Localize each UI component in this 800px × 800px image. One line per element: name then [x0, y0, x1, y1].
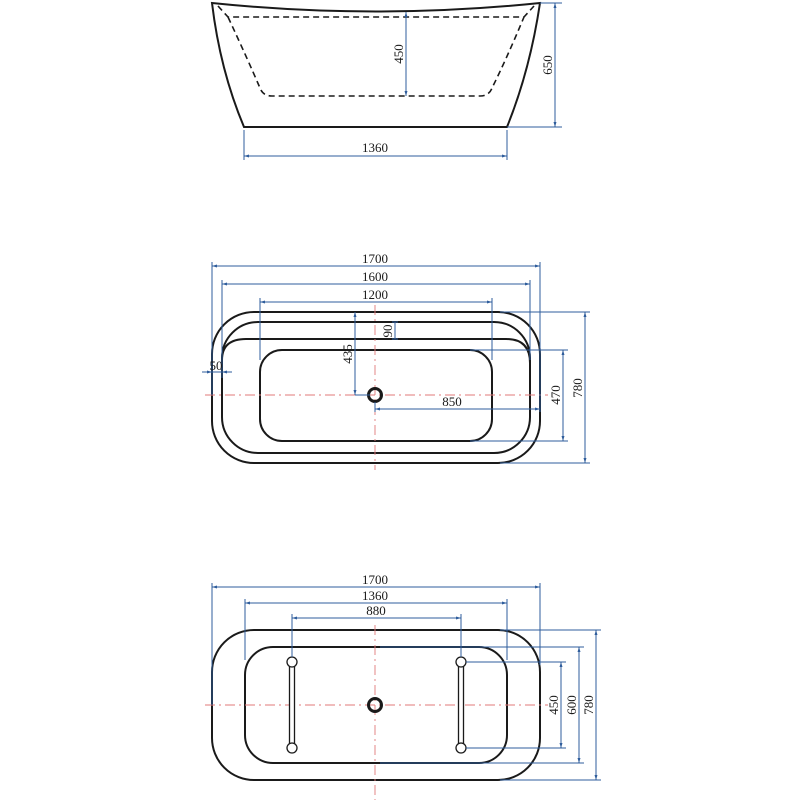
- rim-inner-edge: [221, 321, 531, 454]
- b-overall-width-label: 780: [581, 695, 596, 715]
- support-spacing-label: 880: [366, 603, 386, 618]
- rim-step-label: 90: [380, 325, 395, 338]
- top-plan-view: 1700 1600 1200 90 435 850 470 780: [202, 251, 590, 470]
- drain-icon: [367, 387, 383, 403]
- drain-icon-bottom: [367, 697, 383, 713]
- outer-rim-outline: [211, 311, 541, 464]
- base-width-label: 600: [564, 695, 579, 715]
- overall-width-label: 780: [570, 378, 585, 398]
- tub-side-outline: [210, 1, 542, 128]
- b-overall-length-label: 1700: [362, 572, 388, 587]
- b-base-length-label: 1360: [362, 588, 388, 603]
- rim-step-edge: [221, 338, 531, 364]
- basin-outline: [259, 349, 493, 442]
- overall-length-label: 1700: [362, 251, 388, 266]
- support-length-label: 450: [546, 695, 561, 715]
- basin-length-label: 1200: [362, 287, 388, 302]
- drain-offset-label: 435: [340, 344, 355, 364]
- drain-to-end-label: 850: [442, 394, 462, 409]
- support-bar-left: [286, 656, 298, 754]
- bottom-outer-outline: [211, 629, 541, 781]
- base-outline: [244, 646, 508, 764]
- tub-inner-hidden-line: [217, 5, 535, 97]
- rim-length-label: 1600: [362, 269, 388, 284]
- inner-depth-label: 450: [391, 44, 406, 64]
- side-elevation-view: 450 650 1360: [210, 1, 562, 160]
- total-height-label: 650: [540, 55, 555, 75]
- bottom-plan-view: 1700 1360 880 450 600 780: [205, 572, 601, 800]
- wall-thickness-label: 50: [210, 358, 223, 373]
- base-length-label: 1360: [362, 140, 388, 155]
- basin-width-label: 470: [548, 385, 563, 405]
- support-bar-right: [455, 656, 467, 754]
